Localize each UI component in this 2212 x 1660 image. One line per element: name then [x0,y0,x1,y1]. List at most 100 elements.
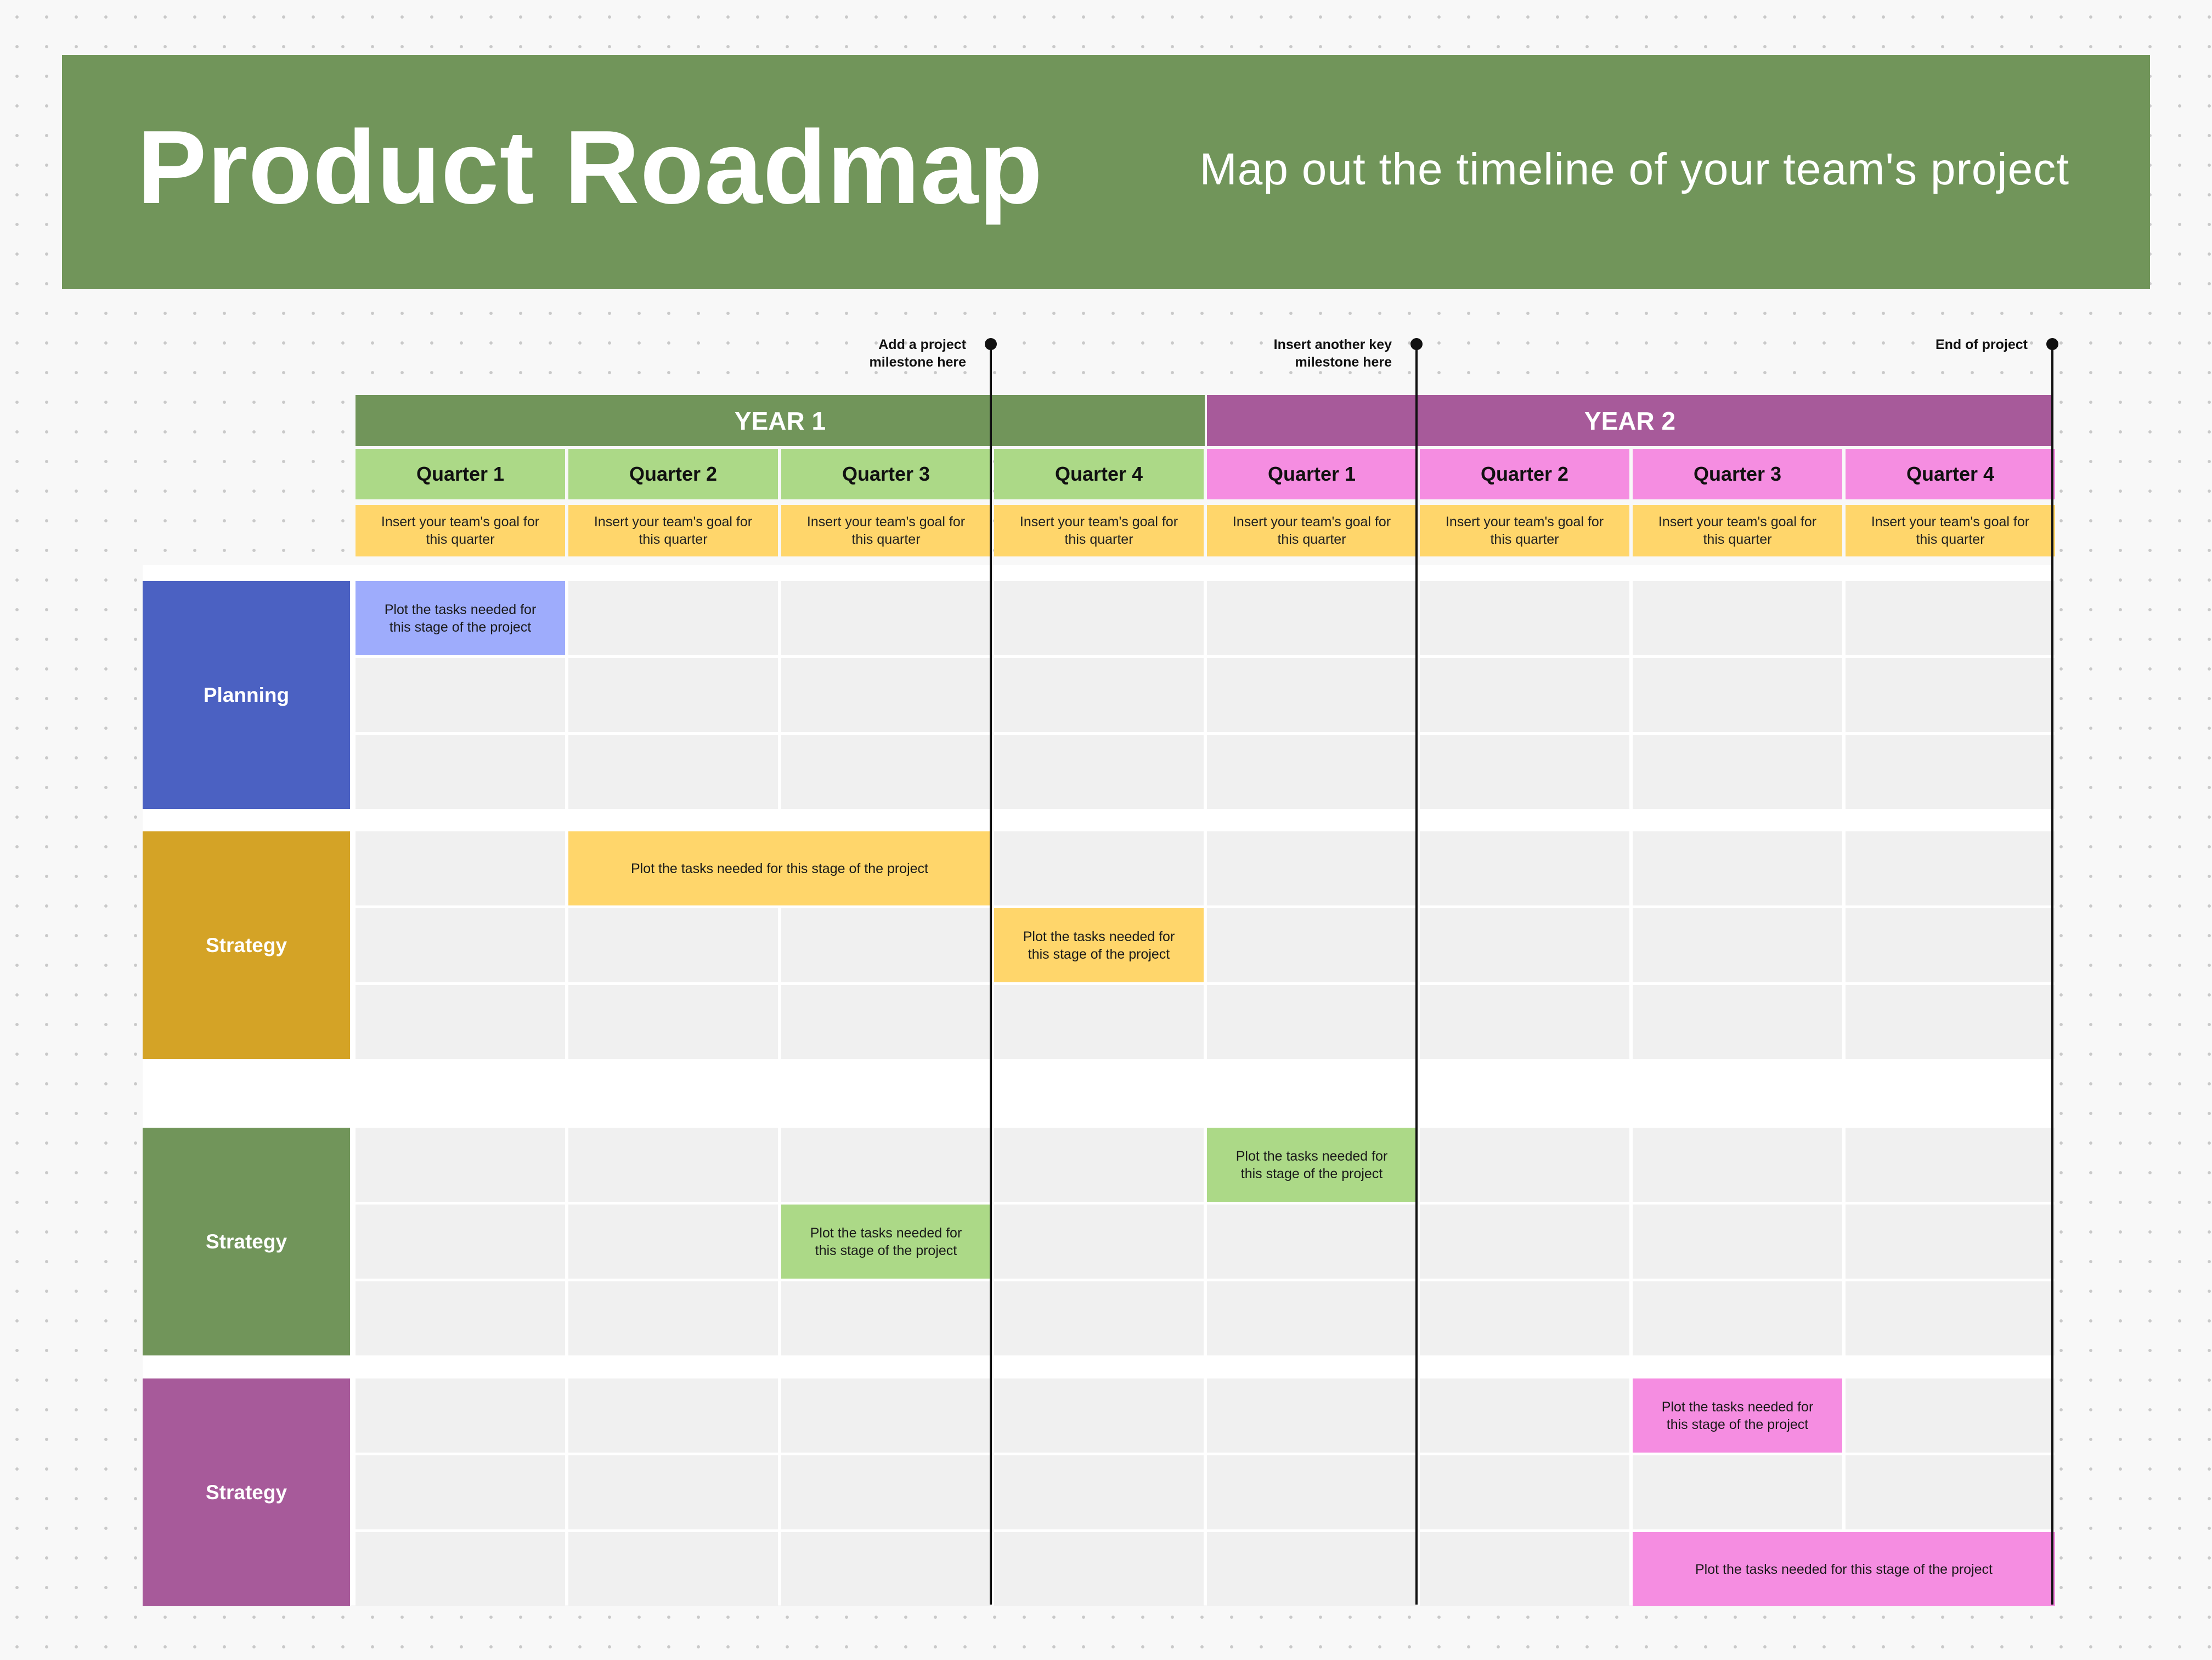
grid-cell[interactable] [1420,1455,1629,1529]
grid-cell[interactable] [1633,735,1842,809]
grid-cell[interactable] [1420,1128,1629,1202]
grid-cell[interactable] [568,908,778,982]
grid-cell[interactable] [1420,1205,1629,1279]
quarter-header[interactable]: Quarter 1 [1207,449,1417,499]
quarter-goal[interactable]: Insert your team's goal for this quarter [1846,505,2055,556]
grid-cell[interactable] [994,581,1204,655]
grid-cell[interactable] [1846,658,2055,732]
grid-cell[interactable] [356,1205,565,1279]
grid-cell[interactable] [1846,831,2055,905]
grid-cell[interactable] [1207,658,1417,732]
grid-cell[interactable] [994,1378,1204,1453]
quarter-goal[interactable]: Insert your team's goal for this quarter [568,505,778,556]
grid-cell[interactable] [356,658,565,732]
grid-cell[interactable] [994,735,1204,809]
quarter-goal[interactable]: Insert your team's goal for this quarter [781,505,991,556]
grid-cell[interactable] [1633,1128,1842,1202]
grid-cell[interactable] [1207,581,1417,655]
quarter-goal[interactable]: Insert your team's goal for this quarter [1420,505,1629,556]
grid-cell[interactable] [1207,831,1417,905]
grid-cell[interactable] [1420,581,1629,655]
grid-cell[interactable] [994,658,1204,732]
milestone-dot[interactable] [2046,338,2058,350]
grid-cell[interactable] [994,1455,1204,1529]
grid-cell[interactable] [568,1455,778,1529]
grid-cell[interactable] [356,908,565,982]
task-card[interactable]: Plot the tasks needed for this stage of … [1207,1128,1417,1202]
grid-cell[interactable] [994,831,1204,905]
grid-cell[interactable] [1207,1532,1417,1606]
quarter-goal[interactable]: Insert your team's goal for this quarter [1207,505,1417,556]
grid-cell[interactable] [781,735,991,809]
grid-cell[interactable] [1846,1378,2055,1453]
grid-cell[interactable] [568,1128,778,1202]
grid-cell[interactable] [994,1281,1204,1355]
grid-cell[interactable] [568,735,778,809]
grid-cell[interactable] [568,1281,778,1355]
grid-cell[interactable] [1633,908,1842,982]
grid-cell[interactable] [994,1532,1204,1606]
grid-cell[interactable] [781,1378,991,1453]
grid-cell[interactable] [1420,985,1629,1059]
quarter-header[interactable]: Quarter 2 [568,449,778,499]
milestone-dot[interactable] [1410,338,1423,350]
grid-cell[interactable] [356,1378,565,1453]
grid-cell[interactable] [1846,1455,2055,1529]
grid-cell[interactable] [1633,985,1842,1059]
quarter-header[interactable]: Quarter 4 [1846,449,2055,499]
grid-cell[interactable] [1633,831,1842,905]
grid-cell[interactable] [356,985,565,1059]
grid-cell[interactable] [1633,1205,1842,1279]
grid-cell[interactable] [781,1281,991,1355]
quarter-header[interactable]: Quarter 4 [994,449,1204,499]
grid-cell[interactable] [1420,735,1629,809]
grid-cell[interactable] [568,1205,778,1279]
grid-cell[interactable] [568,1378,778,1453]
task-card[interactable]: Plot the tasks needed for this stage of … [1633,1378,1842,1453]
quarter-goal[interactable]: Insert your team's goal for this quarter [356,505,565,556]
grid-cell[interactable] [1846,985,2055,1059]
grid-cell[interactable] [781,1455,991,1529]
task-card[interactable]: Plot the tasks needed for this stage of … [356,581,565,655]
grid-cell[interactable] [1420,831,1629,905]
task-card[interactable]: Plot the tasks needed for this stage of … [568,831,991,905]
grid-cell[interactable] [1633,658,1842,732]
quarter-header[interactable]: Quarter 1 [356,449,565,499]
grid-cell[interactable] [781,1532,991,1606]
task-card[interactable]: Plot the tasks needed for this stage of … [994,908,1204,982]
grid-cell[interactable] [1207,985,1417,1059]
grid-cell[interactable] [1207,1281,1417,1355]
grid-cell[interactable] [356,831,565,905]
grid-cell[interactable] [1420,658,1629,732]
grid-cell[interactable] [781,985,991,1059]
task-card[interactable]: Plot the tasks needed for this stage of … [1633,1532,2055,1606]
task-card[interactable]: Plot the tasks needed for this stage of … [781,1205,991,1279]
grid-cell[interactable] [1207,735,1417,809]
grid-cell[interactable] [1207,908,1417,982]
grid-cell[interactable] [1633,581,1842,655]
grid-cell[interactable] [1633,1281,1842,1355]
grid-cell[interactable] [568,581,778,655]
grid-cell[interactable] [568,658,778,732]
grid-cell[interactable] [994,985,1204,1059]
grid-cell[interactable] [356,1128,565,1202]
grid-cell[interactable] [1633,1455,1842,1529]
grid-cell[interactable] [1846,735,2055,809]
grid-cell[interactable] [1207,1205,1417,1279]
grid-cell[interactable] [1846,1128,2055,1202]
grid-cell[interactable] [781,908,991,982]
grid-cell[interactable] [1846,1281,2055,1355]
grid-cell[interactable] [356,735,565,809]
grid-cell[interactable] [781,581,991,655]
grid-cell[interactable] [1420,1281,1629,1355]
quarter-goal[interactable]: Insert your team's goal for this quarter [1633,505,1842,556]
grid-cell[interactable] [1420,1378,1629,1453]
grid-cell[interactable] [568,1532,778,1606]
grid-cell[interactable] [1420,1532,1629,1606]
grid-cell[interactable] [1846,908,2055,982]
quarter-goal[interactable]: Insert your team's goal for this quarter [994,505,1204,556]
grid-cell[interactable] [994,1205,1204,1279]
grid-cell[interactable] [1846,1205,2055,1279]
grid-cell[interactable] [568,985,778,1059]
grid-cell[interactable] [1207,1455,1417,1529]
